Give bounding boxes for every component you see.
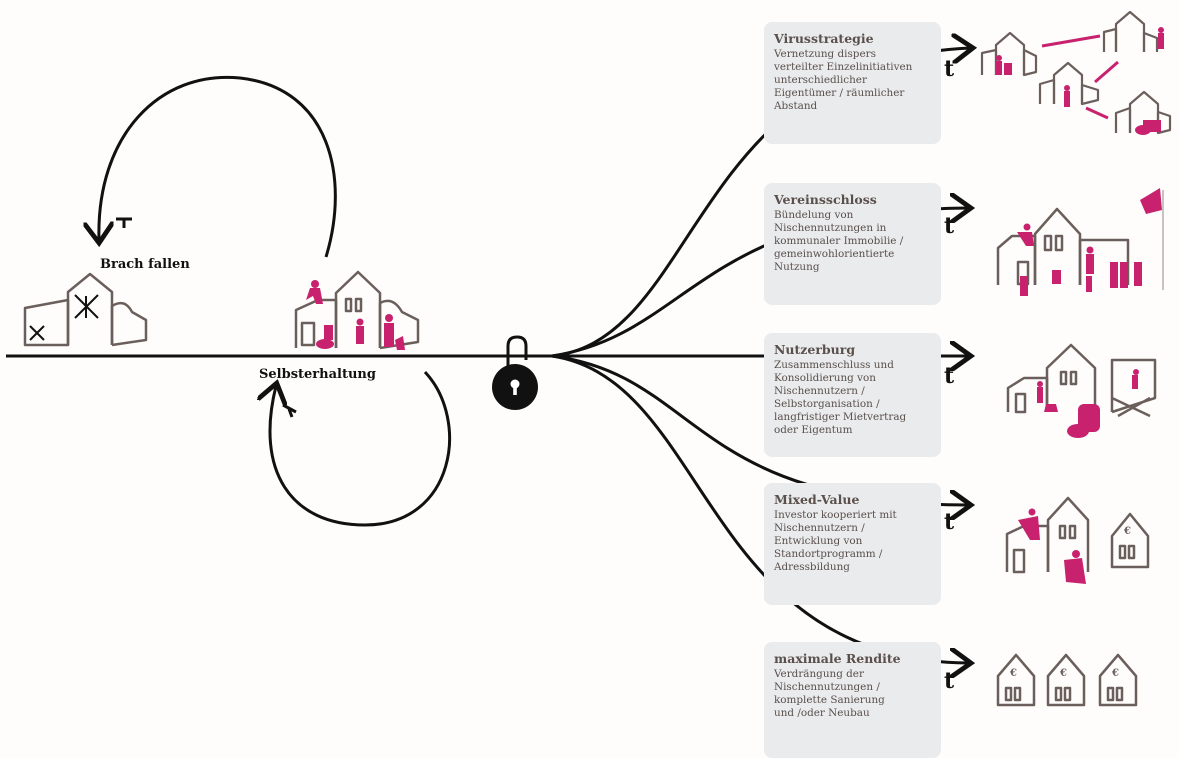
time-marker-mixed-value: t bbox=[944, 509, 955, 535]
open-padlock-icon bbox=[492, 335, 538, 410]
selbsterhaltung-label: Selbsterhaltung bbox=[259, 367, 376, 382]
scenario-box-vereinsschloss: Vereinsschloss Bündelung von Nischennutz… bbox=[764, 183, 941, 305]
association-castle-icon bbox=[996, 188, 1164, 296]
scenario-description: Zusammenschluss und Konsolidierung von N… bbox=[774, 359, 907, 436]
max-profit-houses-icon: € € € bbox=[996, 653, 1138, 707]
selbst-minus-sign bbox=[282, 403, 297, 418]
vacant-houses-icon bbox=[23, 272, 148, 347]
virus-network-icon bbox=[980, 10, 1172, 135]
scenario-description: Investor kooperiert mit Nischennutzern /… bbox=[774, 509, 897, 573]
scenario-description: Bündelung von Nischennutzungen in kommun… bbox=[774, 209, 904, 273]
brach-fallen-label: Brach fallen bbox=[100, 257, 190, 272]
selbst-loop-arrow bbox=[270, 370, 452, 527]
house-3-euro: € bbox=[1111, 668, 1119, 679]
time-marker-nutzerburg: t bbox=[944, 363, 955, 389]
house-1-euro: € bbox=[1009, 668, 1017, 679]
user-fortress-icon bbox=[1006, 343, 1157, 438]
brach-minus-sign bbox=[116, 217, 132, 228]
scenario-description: Vernetzung dispers verteilter Einzelinit… bbox=[774, 48, 913, 112]
self-sustaining-houses-icon bbox=[294, 270, 420, 350]
scenario-box-maximale-rendite: maximale Rendite Verdrängung der Nischen… bbox=[764, 642, 941, 758]
scenario-title: Virusstrategie bbox=[774, 31, 874, 46]
scenario-title: maximale Rendite bbox=[774, 651, 901, 666]
time-marker-virusstrategie: t bbox=[944, 56, 955, 82]
scenario-title: Nutzerburg bbox=[774, 342, 856, 357]
scenario-box-nutzerburg: Nutzerburg Zusammenschluss und Konsolidi… bbox=[764, 333, 941, 457]
mixed-value-icon: € bbox=[1005, 496, 1150, 584]
brach-loop-arrow bbox=[99, 75, 337, 258]
scenario-title: Mixed-Value bbox=[774, 492, 860, 507]
scenario-description: Verdrängung der Nischennutzungen / kompl… bbox=[774, 668, 885, 719]
time-marker-maximale-rendite: t bbox=[944, 668, 955, 694]
scenario-box-virusstrategie: Virusstrategie Vernetzung dispers vertei… bbox=[764, 22, 941, 144]
scenario-box-mixed-value: Mixed-Value Investor kooperiert mit Nisc… bbox=[764, 483, 941, 605]
house-2-euro: € bbox=[1059, 668, 1067, 679]
scenario-title: Vereinsschloss bbox=[774, 192, 877, 207]
mixed-value-euro: € bbox=[1123, 526, 1131, 537]
time-marker-vereinsschloss: t bbox=[944, 213, 955, 239]
